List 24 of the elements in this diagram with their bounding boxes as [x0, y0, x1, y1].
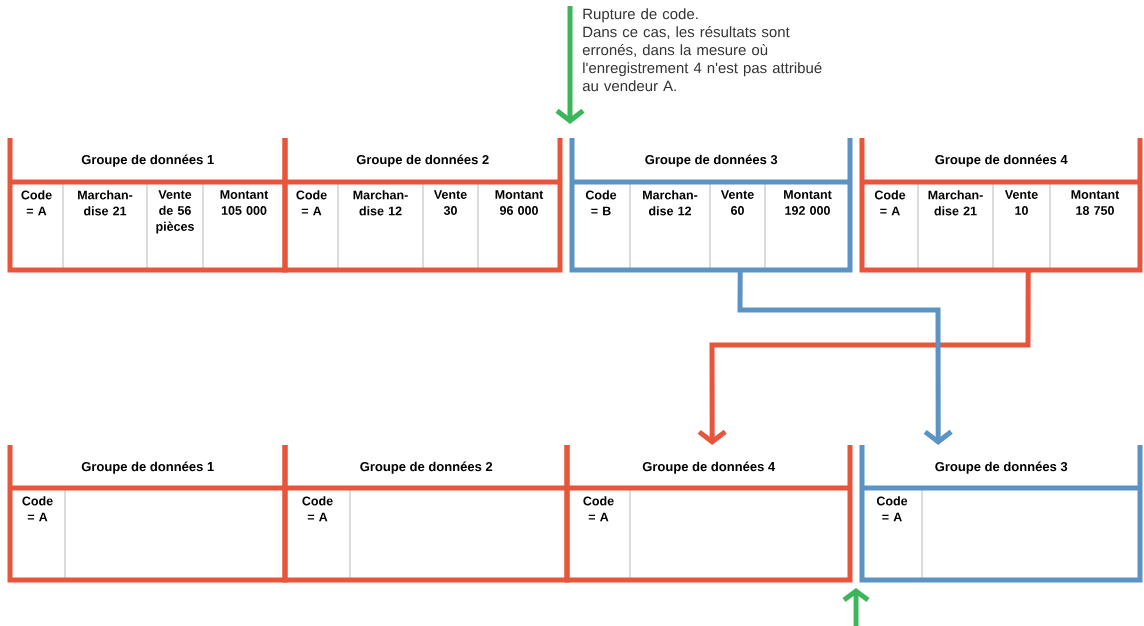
column-entry: Vente 60: [720, 190, 754, 215]
column-entry: Vente 30: [433, 190, 467, 215]
column-entry: Code = A: [876, 496, 908, 522]
column-entry: Marchan-dise 12: [353, 190, 408, 216]
column-entry: Marchan-dise 21: [78, 190, 133, 216]
arrow: [737, 270, 953, 445]
column-entry: Montant 96 000: [495, 190, 544, 215]
annotation-text: Rupture de code. Dans ce cas, les résultats sont erronés, dans la mesure où l'enregistrement 4 n'est pas attribué au vendeur A.: [582, 8, 822, 92]
column-entry: Code = A: [302, 496, 333, 522]
column-entry: Code = A: [296, 190, 327, 216]
column-entry: Montant 192 000: [784, 190, 832, 215]
column-entry: Code = A: [583, 496, 614, 522]
column-entry: Code = A: [874, 190, 906, 216]
column-entry: Code = A: [22, 496, 53, 522]
column-entry: Vente de 56 pièces: [156, 190, 194, 234]
column-entry: Code = A: [21, 190, 52, 216]
column-entry: Vente 10: [1004, 190, 1038, 215]
column-entry: Marchan-dise 12: [643, 190, 698, 216]
column-entry: Montant 18 750: [1071, 190, 1120, 215]
column-entry: Marchan-dise 21: [928, 190, 983, 216]
arrow: [697, 270, 1031, 445]
column-entry: Montant 105 000: [220, 190, 269, 215]
arrow: [555, 6, 585, 124]
column-entry: Code = B: [585, 190, 617, 216]
